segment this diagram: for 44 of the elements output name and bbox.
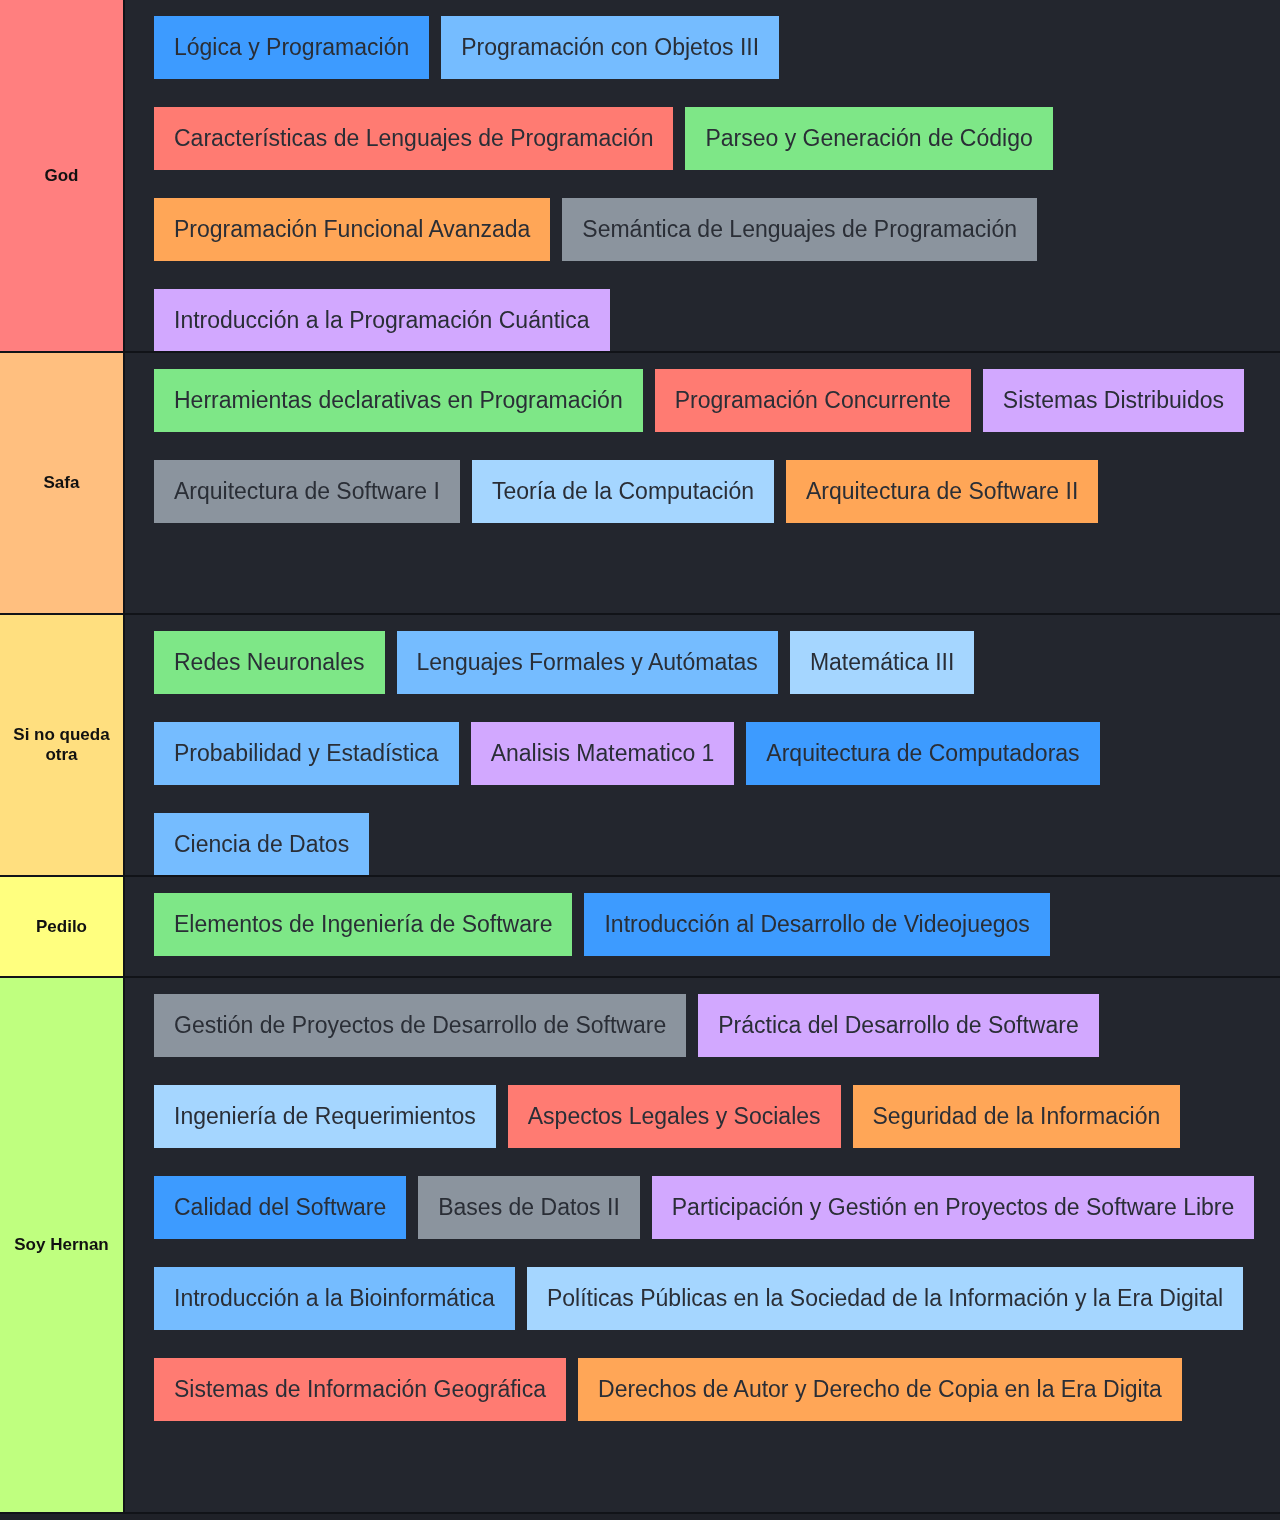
subject-card: Elementos de Ingeniería de Software (154, 893, 573, 956)
subject-card: Gestión de Proyectos de Desarrollo de Software (154, 994, 687, 1057)
tier-label: God (0, 0, 125, 351)
subject-card: Redes Neuronales (154, 631, 385, 694)
subject-card: Características de Lenguajes de Programación (154, 107, 674, 170)
subject-card: Calidad del Software (154, 1176, 407, 1239)
subject-card: Semántica de Lenguajes de Programación (562, 198, 1038, 261)
subject-card: Introducción a la Bioinformática (154, 1267, 515, 1330)
subject-card: Ciencia de Datos (154, 813, 370, 875)
tier-label: Safa (0, 353, 125, 613)
subject-card: Sistemas Distribuidos (982, 369, 1244, 432)
subject-card: Seguridad de la Información (852, 1085, 1181, 1148)
subject-card: Arquitectura de Software II (786, 460, 1099, 523)
subject-card: Matemática III (789, 631, 975, 694)
subject-card: Introducción al Desarrollo de Videojuegos (584, 893, 1050, 956)
tier-row (0, 615, 1280, 877)
subject-card: Arquitectura de Software I (154, 460, 460, 523)
tier-row (0, 877, 1280, 978)
subject-card: Herramientas declarativas en Programación (154, 369, 643, 432)
subject-card: Introducción a la Programación Cuántica (154, 289, 610, 351)
tier-label: Pedilo (0, 877, 125, 976)
subject-card: Sistemas de Información Geográfica (154, 1358, 566, 1421)
subject-card: Teoría de la Computación (471, 460, 775, 523)
tier-label: Si no queda otra (0, 615, 125, 875)
subject-card: Bases de Datos II (418, 1176, 640, 1239)
subject-card: Lógica y Programación (154, 16, 430, 79)
subject-card: Políticas Públicas en la Sociedad de la Información y la Era Digital (526, 1267, 1244, 1330)
subject-card: Programación Concurrente (654, 369, 971, 432)
subject-card: Arquitectura de Computadoras (746, 722, 1100, 785)
subject-card: Probabilidad y Estadística (154, 722, 459, 785)
tier-label: Soy Hernan (0, 978, 125, 1512)
subject-card: Parseo y Generación de Código (685, 107, 1053, 170)
subject-card: Analisis Matematico 1 (470, 722, 735, 785)
tier-row (0, 0, 1280, 353)
subject-card: Programación Funcional Avanzada (154, 198, 551, 261)
tier-row (0, 978, 1280, 1514)
subject-card: Ingeniería de Requerimientos (154, 1085, 496, 1148)
tier-row (0, 353, 1280, 615)
subject-card: Lenguajes Formales y Autómatas (396, 631, 778, 694)
subject-card: Práctica del Desarrollo de Software (698, 994, 1099, 1057)
subject-card: Participación y Gestión en Proyectos de Software Libre (651, 1176, 1255, 1239)
subject-card: Programación con Objetos III (441, 16, 780, 79)
subject-card: Derechos de Autor y Derecho de Copia en la Era Digita (578, 1358, 1182, 1421)
subject-card: Aspectos Legales y Sociales (507, 1085, 841, 1148)
